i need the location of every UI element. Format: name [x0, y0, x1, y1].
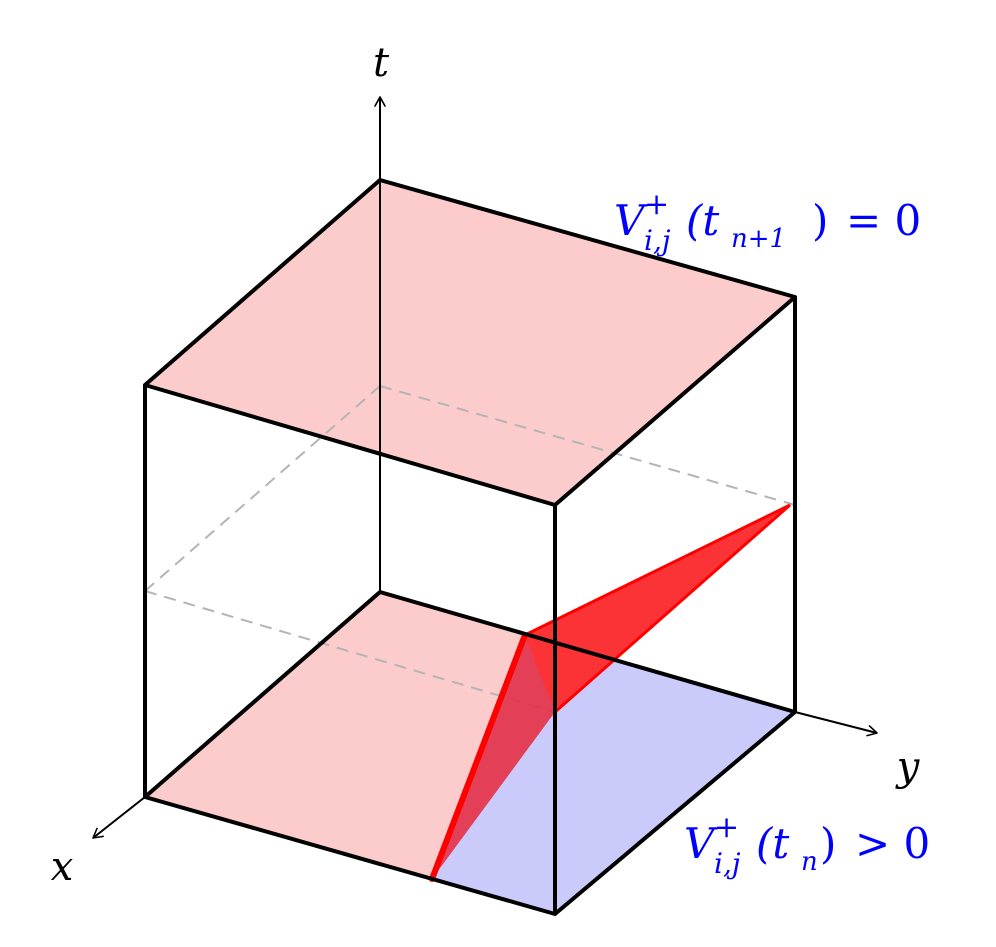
- x-axis-label: x: [51, 844, 74, 890]
- annotation-bottom-sup: +: [714, 810, 739, 845]
- annotation-bottom-relation: > 0: [855, 819, 930, 868]
- annotation-bottom-arg-close: ): [820, 819, 836, 868]
- t-axis-label: t: [373, 40, 390, 86]
- annotation-top-sub: i,j: [644, 224, 671, 257]
- annotation-top-base: V: [614, 196, 648, 245]
- bottom-face-positive-region: [145, 592, 525, 879]
- annotation-bottom-sub: i,j: [714, 847, 741, 880]
- top-face: [145, 180, 795, 505]
- interface-surface-upper: [525, 505, 790, 712]
- annotation-bottom-arg-sub: n: [801, 847, 818, 877]
- interface-line-top: [524, 503, 791, 637]
- hidden-edges: [144, 385, 796, 713]
- bottom-face-annotation: V + i,j (t n ) > 0: [684, 810, 930, 880]
- interface-line-right: [554, 503, 791, 714]
- annotation-top-relation: = 0: [846, 196, 921, 245]
- annotation-top-arg-sub: n+1: [731, 224, 786, 254]
- interface-line-bottom: [429, 632, 528, 882]
- top-face-annotation: V + i,j (t n+1 ) = 0: [614, 187, 921, 257]
- annotation-top-sup: +: [644, 187, 669, 222]
- y-axis-label: y: [895, 744, 921, 790]
- x-axis: [92, 796, 146, 839]
- annotation-bottom-base: V: [684, 819, 718, 868]
- y-axis: [794, 711, 878, 737]
- annotation-top-arg-close: ): [812, 196, 828, 245]
- annotation-bottom-arg-open: (t: [756, 819, 789, 868]
- cube-edges: [143, 178, 797, 916]
- annotation-top-arg-open: (t: [686, 196, 719, 245]
